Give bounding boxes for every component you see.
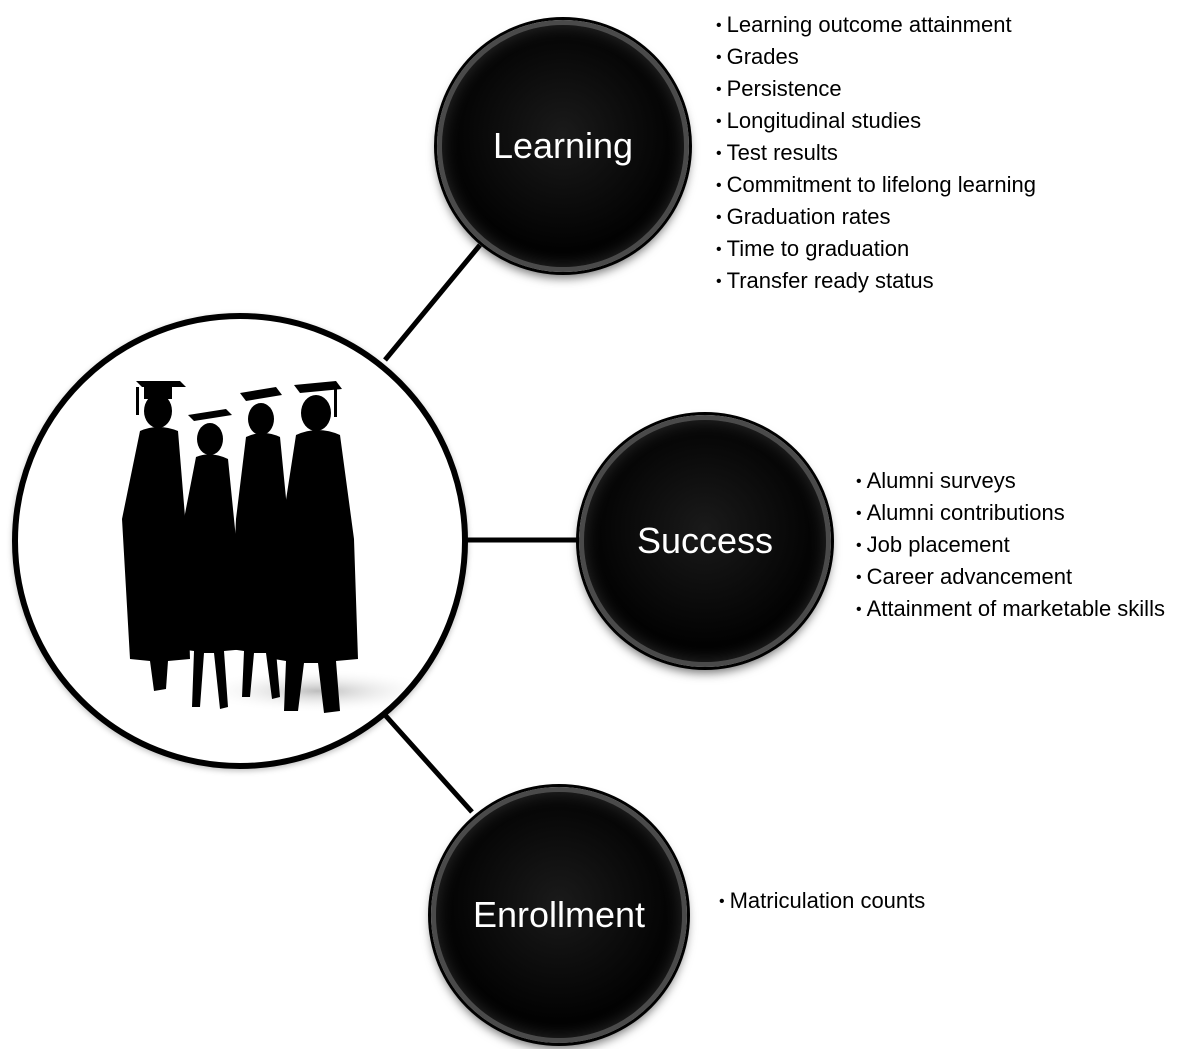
list-item: Longitudinal studies [716, 106, 1036, 138]
list-item: Alumni surveys [856, 466, 1165, 498]
enrollment-measures-list: Matriculation counts [719, 886, 926, 918]
learning-measures-list: Learning outcome attainment Grades Persi… [716, 10, 1036, 298]
node-enrollment: Enrollment [431, 787, 687, 1043]
node-enrollment-label: Enrollment [472, 894, 646, 935]
node-success-label: Success [636, 520, 774, 561]
list-item: Persistence [716, 74, 1036, 106]
success-measures-list: Alumni surveys Alumni contributions Job … [856, 466, 1165, 626]
list-item: Attainment of marketable skills [856, 594, 1165, 626]
list-item: Matriculation counts [719, 886, 926, 918]
list-item: Career advancement [856, 562, 1165, 594]
node-learning: Learning [437, 20, 689, 272]
list-item: Job placement [856, 530, 1165, 562]
list-item: Graduation rates [716, 202, 1036, 234]
connector-enrollment [383, 713, 474, 814]
list-item: Commitment to lifelong learning [716, 170, 1036, 202]
list-item: Alumni contributions [856, 498, 1165, 530]
list-item: Time to graduation [716, 234, 1036, 266]
node-learning-label: Learning [492, 125, 634, 166]
node-success: Success [579, 415, 831, 667]
list-item: Test results [716, 138, 1036, 170]
connector-learning [383, 243, 482, 362]
graduates-silhouette-icon [122, 381, 438, 713]
hub-circle [12, 313, 468, 769]
list-item: Learning outcome attainment [716, 10, 1036, 42]
list-item: Grades [716, 42, 1036, 74]
list-item: Transfer ready status [716, 266, 1036, 298]
